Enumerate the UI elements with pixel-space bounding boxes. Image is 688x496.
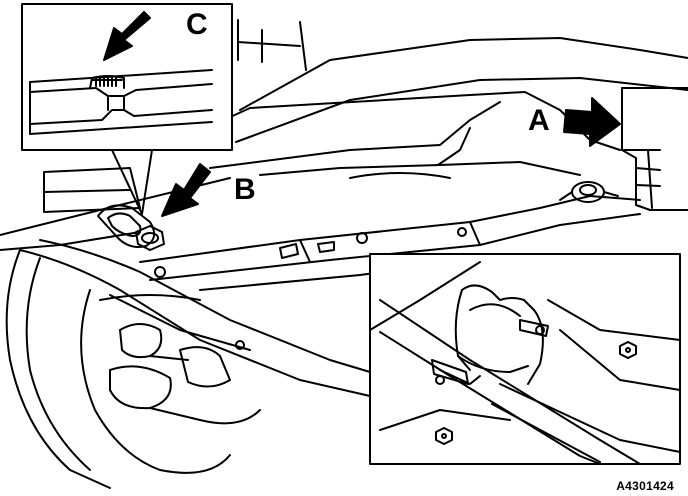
callout-label-c: C — [186, 8, 208, 41]
rear-wheel — [5, 249, 231, 489]
callout-leader — [111, 149, 153, 215]
callout-label-b: B — [234, 173, 256, 206]
clamp-nut-2 — [435, 427, 453, 445]
drain-plug — [97, 204, 165, 251]
suspension-assembly — [109, 323, 261, 425]
arrow-a — [563, 97, 621, 147]
mount-bolt — [559, 181, 619, 203]
callout-label-a: A — [528, 104, 550, 137]
lower-frame — [19, 239, 371, 397]
right-component-box — [621, 87, 688, 211]
arrow-b — [161, 163, 211, 217]
clamp-nut-1 — [619, 341, 637, 359]
crossmember-rail — [139, 195, 641, 291]
inset-clamp — [369, 253, 681, 465]
figure-id: A4301424 — [616, 479, 674, 493]
inset-c — [21, 3, 233, 151]
